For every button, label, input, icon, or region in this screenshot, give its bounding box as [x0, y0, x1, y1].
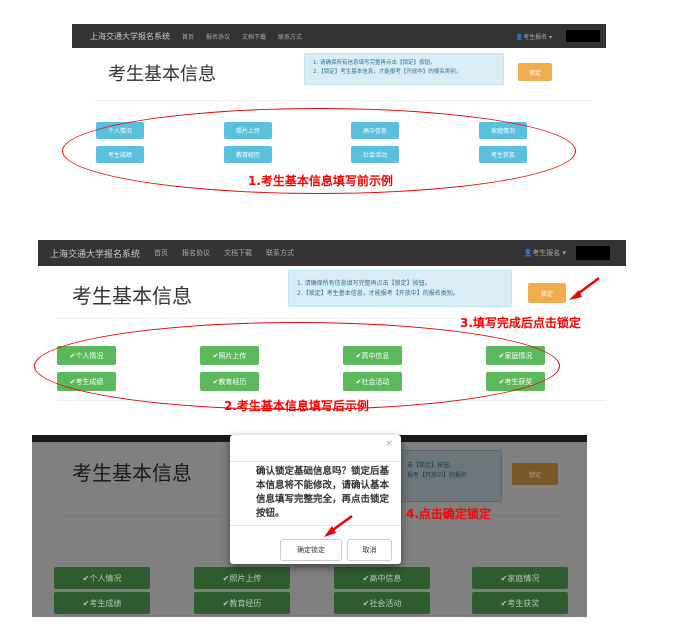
- divider: [56, 318, 456, 319]
- info-box: 1. 请确保所有信息填写完整再点击【锁定】按钮。 2.【锁定】考生基本信息，才能…: [288, 270, 512, 307]
- check-icon: ✔: [362, 573, 370, 583]
- brand[interactable]: 上海交通大学报名系统: [90, 31, 170, 41]
- annotation-step2: 2.考生基本信息填写后示例: [224, 399, 369, 413]
- check-icon: ✔: [362, 598, 370, 608]
- section-button[interactable]: ✔社会活动: [334, 592, 430, 614]
- section-label: 考生获奖: [507, 598, 540, 608]
- user-menu[interactable]: 👤考生报名 ▾: [515, 33, 552, 41]
- info-line-2: 报考【开放中】的报名: [407, 471, 468, 479]
- nav-agreement[interactable]: 报名协议: [206, 33, 231, 41]
- check-icon: ✔: [222, 573, 230, 583]
- nav-agreement[interactable]: 报名协议: [182, 249, 211, 257]
- nav-contact[interactable]: 联系方式: [278, 33, 303, 41]
- section-button[interactable]: ✔教育经历: [194, 592, 290, 614]
- section-button[interactable]: ✔家庭情况: [472, 567, 568, 589]
- nav-home[interactable]: 首页: [182, 33, 195, 41]
- section-label: 照片上传: [229, 573, 262, 583]
- confirm-lock-button[interactable]: 确定锁定: [280, 539, 342, 561]
- info-line-1: 击【锁定】按钮。: [407, 462, 456, 469]
- page-title: 考生基本信息: [72, 461, 192, 485]
- highlight-ellipse-1: [62, 108, 576, 194]
- cancel-button[interactable]: 取消: [347, 539, 392, 561]
- arrow-icon: [324, 514, 353, 537]
- page-title: 考生基本信息: [72, 284, 192, 308]
- section-label: 教育经历: [229, 598, 262, 608]
- section-label: 考生成绩: [89, 598, 122, 608]
- section-label: 个人情况: [89, 573, 122, 583]
- redacted-username: [566, 30, 600, 42]
- highlight-ellipse-2: [34, 322, 560, 410]
- info-line-1: 1. 请确保所有信息填写完整再点击【锁定】按钮。: [297, 280, 431, 287]
- check-icon: ✔: [222, 598, 230, 608]
- confirm-modal: × 确认锁定基础信息吗？锁定后基本信息将不能修改，请确认基本信息填写完整完全，再…: [230, 435, 401, 564]
- nav-home[interactable]: 首页: [154, 249, 169, 257]
- close-icon[interactable]: ×: [385, 439, 393, 449]
- info-line-1: 1. 请确保所有信息填写完整再点击【锁定】按钮。: [313, 60, 436, 66]
- section-button[interactable]: ✔考生获奖: [472, 592, 568, 614]
- section-label: 社会活动: [369, 598, 402, 608]
- annotation-step1: 1.考生基本信息填写前示例: [248, 174, 393, 188]
- section-button[interactable]: ✔照片上传: [194, 567, 290, 589]
- modal-message: 确认锁定基础信息吗？锁定后基本信息将不能修改，请确认基本信息填写完整完全，再点击…: [256, 466, 390, 519]
- section-label: 家庭情况: [507, 573, 540, 583]
- user-menu[interactable]: 👤考生报名 ▾: [523, 249, 566, 257]
- check-icon: ✔: [82, 598, 90, 608]
- user-menu-label: 考生报名: [532, 249, 561, 257]
- lock-button[interactable]: 锁定: [528, 283, 566, 303]
- user-menu-label: 考生报名: [523, 33, 548, 41]
- section-button[interactable]: ✔个人情况: [54, 567, 150, 589]
- check-icon: ✔: [500, 573, 508, 583]
- annotation-step3: 3.填写完成后点击锁定: [460, 316, 581, 330]
- info-box: 1. 请确保所有信息填写完整再点击【锁定】按钮。 2.【锁定】考生基本信息，才能…: [304, 53, 504, 85]
- lock-button[interactable]: 锁定: [512, 463, 558, 485]
- nav-download[interactable]: 文档下载: [224, 249, 253, 257]
- nav-contact[interactable]: 联系方式: [266, 249, 295, 257]
- info-line-2: 2.【锁定】考生基本信息，才能报考【开放中】的报名类别。: [313, 68, 462, 75]
- lock-button[interactable]: 锁定: [518, 63, 552, 81]
- redacted-username: [576, 246, 610, 260]
- section-button[interactable]: ✔高中信息: [334, 567, 430, 589]
- section-label: 高中信息: [369, 573, 402, 583]
- section-button[interactable]: ✔考生成绩: [54, 592, 150, 614]
- page-title: 考生基本信息: [108, 64, 216, 85]
- info-line-2: 2.【锁定】考生基本信息，才能报考【开放中】的报名类别。: [297, 289, 459, 297]
- brand[interactable]: 上海交通大学报名系统: [50, 249, 141, 260]
- divider: [95, 100, 590, 101]
- check-icon: ✔: [500, 598, 508, 608]
- nav-download[interactable]: 文档下载: [242, 33, 267, 41]
- navbar-1: 上海交通大学报名系统 首页 报名协议 文档下载 联系方式 👤考生报名 ▾: [72, 24, 606, 48]
- annotation-step4: 4.点击确定锁定: [406, 507, 491, 521]
- check-icon: ✔: [82, 573, 90, 583]
- navbar-2: 上海交通大学报名系统 首页 报名协议 文档下载 联系方式 👤考生报名 ▾: [38, 240, 626, 266]
- arrow-icon: [569, 277, 600, 300]
